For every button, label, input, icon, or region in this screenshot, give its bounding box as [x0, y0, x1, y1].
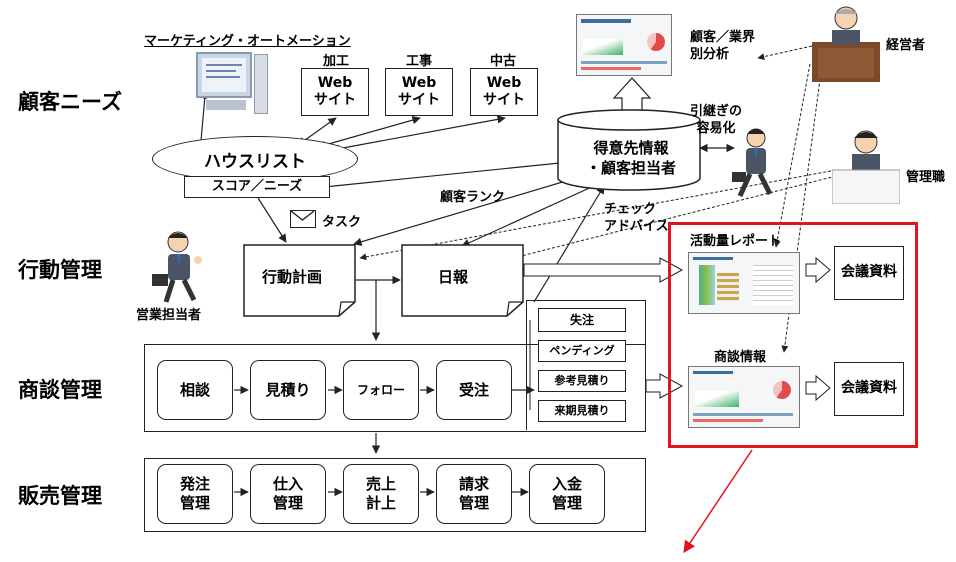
sales-step-revenue: 売上 計上	[343, 464, 419, 524]
web-site-construction: Web サイト	[385, 68, 453, 116]
meeting-doc-1: 会議資料	[834, 246, 904, 300]
section-action-management: 行動管理	[18, 258, 102, 282]
handover-line1: 引継ぎの	[690, 104, 743, 119]
section-deal-management: 商談管理	[18, 378, 102, 402]
customer-db-line2: ・顧客担当者	[585, 159, 676, 178]
computer-icon	[196, 52, 268, 114]
sales-step-purchasing: 仕入 管理	[250, 464, 326, 524]
web-site-processing: Web サイト	[301, 68, 369, 116]
web-label: Web	[486, 74, 522, 91]
deal-stage-follow: フォロー	[343, 360, 419, 420]
check-advice-line2: アドバイス	[604, 218, 669, 234]
database-icon	[557, 109, 701, 191]
ma-title: マーケティング・オートメーション	[144, 34, 351, 49]
house-list-label: ハウスリスト	[204, 152, 306, 172]
analysis-dashboard-thumbnail	[576, 14, 672, 76]
outcome-pending: ペンディング	[538, 340, 626, 362]
section-sales-management: 販売管理	[18, 484, 102, 508]
check-advice-label: チェック アドバイス	[604, 202, 669, 236]
sales-step-line2: 計上	[365, 494, 396, 512]
sales-step-line2: 管理	[272, 494, 303, 512]
handover-label: 引継ぎの 容易化	[690, 104, 742, 138]
outcome-lost: 失注	[538, 308, 626, 332]
manager-label: 管理職	[906, 170, 946, 185]
sales-step-line2: 管理	[179, 494, 210, 512]
customer-db-line1: 得意先情報	[593, 139, 669, 157]
sales-step-line2: 管理	[458, 494, 489, 512]
web-label-sub: サイト	[483, 92, 525, 108]
activity-report-thumbnail	[688, 252, 800, 314]
deal-info-label: 商談情報	[714, 350, 767, 365]
deal-stage-consult: 相談	[157, 360, 233, 420]
daily-report-label: 日報	[438, 268, 469, 286]
web-category-used: 中古	[490, 54, 517, 69]
check-advice-line1: チェック	[604, 202, 657, 217]
sales-step-line2: 管理	[551, 494, 582, 512]
sales-step-line1: 請求	[458, 475, 489, 494]
web-label: Web	[317, 74, 353, 91]
sales-step-payment: 入金 管理	[529, 464, 605, 524]
sales-step-line1: 発注	[179, 475, 210, 494]
running-salesperson-icon	[730, 126, 780, 200]
reports-highlight-frame	[668, 222, 918, 448]
daily-report-shape	[401, 244, 524, 317]
meeting-doc-2: 会議資料	[834, 362, 904, 416]
analysis-label: 顧客／業界 別分析	[690, 30, 755, 64]
deal-stage-order: 受注	[436, 360, 512, 420]
customer-rank-label: 顧客ランク	[440, 190, 506, 205]
section-customer-needs: 顧客ニーズ	[18, 90, 122, 114]
activity-report-label: 活動量レポート	[690, 234, 782, 249]
sales-step-line1: 仕入	[272, 475, 303, 494]
sales-step-ordering: 発注 管理	[157, 464, 233, 524]
web-category-processing: 加工	[323, 54, 350, 69]
sales-step-billing: 請求 管理	[436, 464, 512, 524]
web-label-sub: サイト	[398, 92, 440, 108]
deal-outcome-frame	[526, 300, 646, 430]
web-label: Web	[401, 74, 437, 91]
action-plan-shape	[243, 244, 356, 317]
handover-line2: 容易化	[696, 120, 736, 136]
outcome-reference-estimate: 参考見積り	[538, 370, 626, 392]
envelope-icon	[290, 210, 316, 228]
sales-step-line1: 入金	[551, 475, 582, 494]
web-label-sub: サイト	[314, 92, 356, 108]
sales-rep-label: 営業担当者	[136, 308, 202, 323]
web-category-construction: 工事	[406, 54, 433, 69]
manager-icon	[831, 126, 901, 205]
analysis-label-line2: 別分析	[690, 46, 730, 62]
deal-info-thumbnail	[688, 366, 800, 428]
analysis-label-line1: 顧客／業界	[690, 30, 756, 45]
web-site-used: Web サイト	[470, 68, 538, 116]
sales-rep-icon	[148, 230, 212, 304]
task-label: タスク	[322, 215, 362, 230]
customer-db-label: 得意先情報 ・顧客担当者	[573, 138, 689, 179]
sales-step-line1: 売上	[365, 475, 396, 494]
action-plan-label: 行動計画	[262, 268, 323, 286]
house-list-ellipse	[152, 136, 358, 182]
sales-frame	[144, 458, 646, 532]
outcome-next-term-estimate: 来期見積り	[538, 400, 626, 422]
deal-stage-estimate: 見積り	[250, 360, 326, 420]
executive-label: 経営者	[886, 38, 926, 53]
score-needs-box: スコア／ニーズ	[184, 176, 330, 198]
executive-icon	[812, 2, 880, 82]
